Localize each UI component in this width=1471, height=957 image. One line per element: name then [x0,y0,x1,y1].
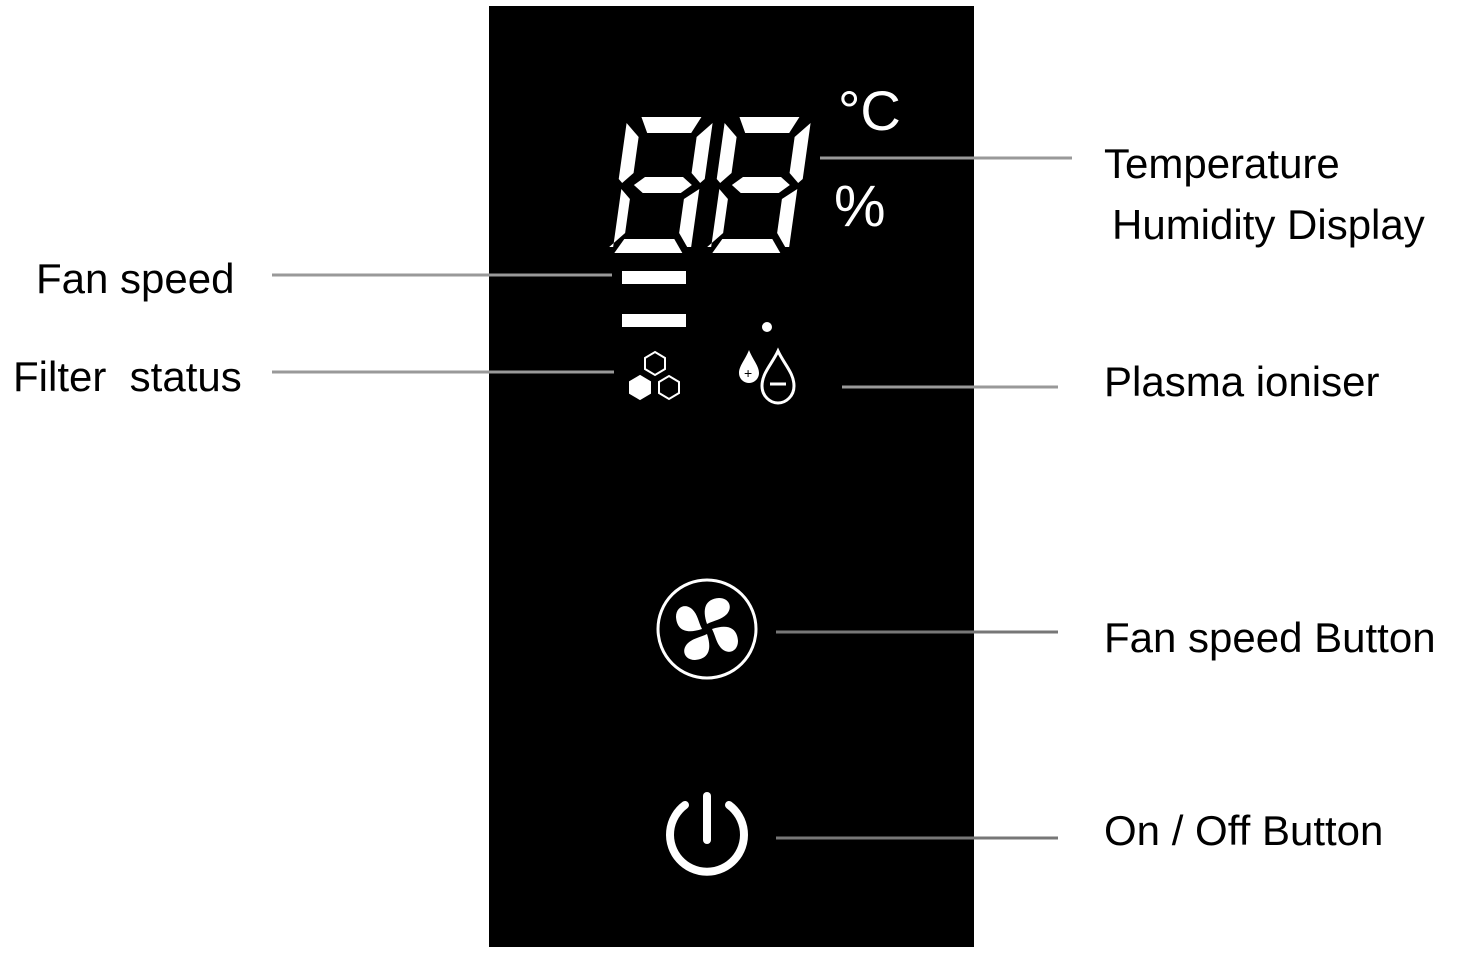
svg-text:+: + [744,365,752,381]
fan-speed-label: Fan speed [36,255,235,302]
fan-speed-button[interactable] [656,578,758,680]
celsius-unit: °C [838,79,901,142]
percent-unit: % [834,174,886,239]
power-icon [666,792,748,876]
plasma-ioniser-label: Plasma ioniser [1104,358,1380,405]
on-off-button-label: On / Off Button [1104,807,1384,854]
on-off-button[interactable] [666,792,748,876]
temperature-label-line1: Temperature [1104,140,1340,187]
fan-speed-bars-icon [622,271,686,327]
filter-status-label: Filter status [13,353,242,400]
seven-segment-digit [707,117,811,253]
temperature-label-line2: Humidity Display [1112,201,1425,248]
fan-icon [676,598,738,660]
ion-droplet-icon: + [739,322,796,405]
seven-segment-digit [609,117,713,253]
filter-hexagon-icon [629,350,680,401]
fan-speed-button-label: Fan speed Button [1104,614,1436,661]
